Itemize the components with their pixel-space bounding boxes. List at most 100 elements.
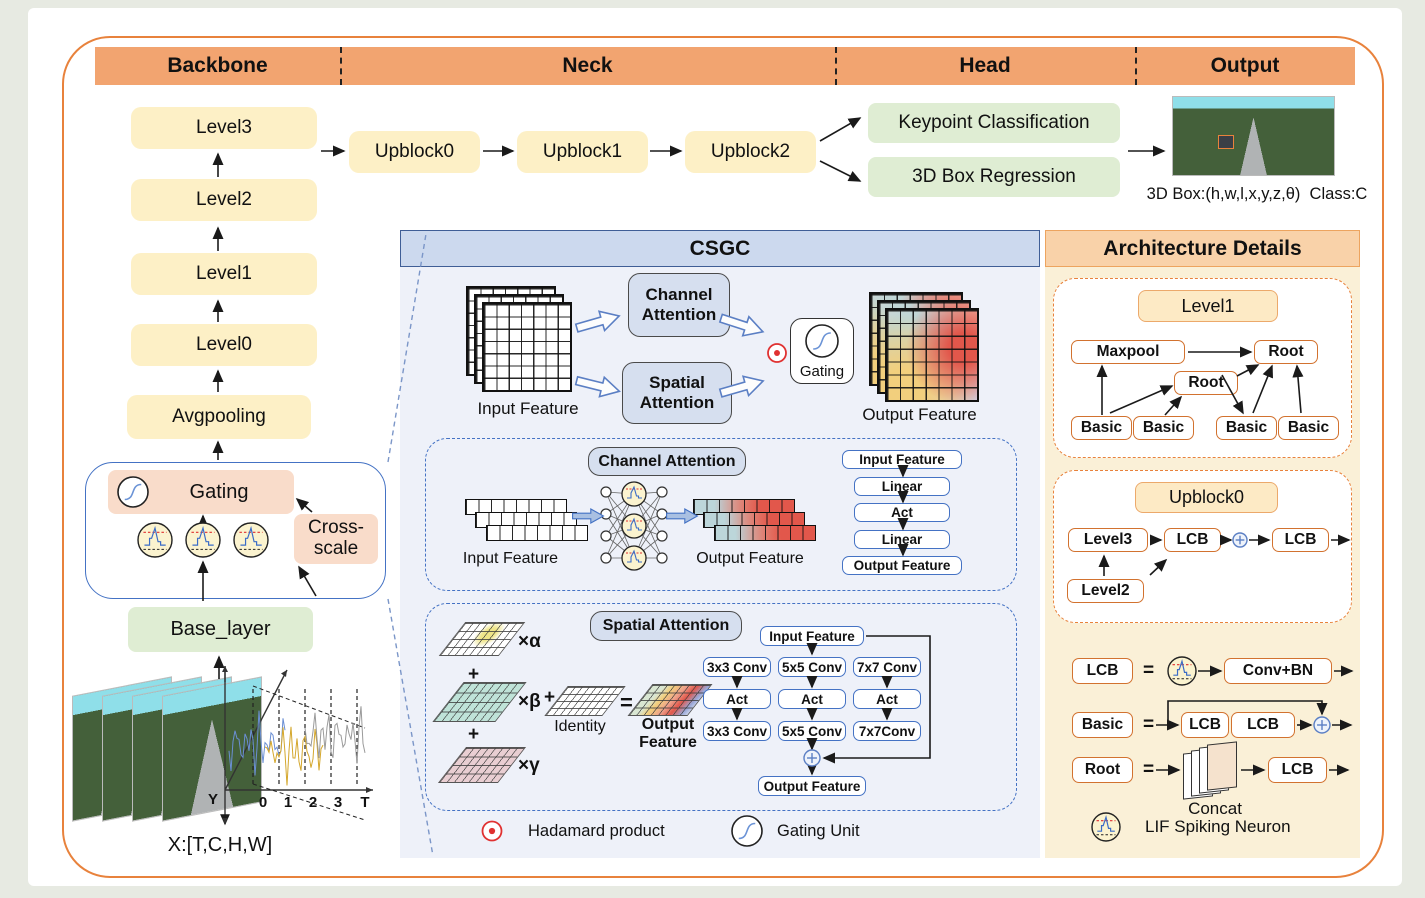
equals-text: = xyxy=(620,690,633,715)
beta-text: ×β xyxy=(518,691,541,712)
root-box-top: Root xyxy=(1254,340,1318,364)
channel-input-text: Input Feature xyxy=(462,550,559,567)
channel-attention-panel xyxy=(425,438,1017,591)
level0-label: Level0 xyxy=(196,334,252,355)
detected-car-3d-box xyxy=(1218,135,1234,149)
conv-3x3-box: 3x3 Conv xyxy=(703,721,771,741)
equals-symbol: = xyxy=(1143,660,1154,682)
gating-unit-label: Gating xyxy=(791,363,853,380)
stack-act-text: Act xyxy=(891,505,913,520)
gating-box: Gating xyxy=(108,470,294,514)
root-mid-text: Root xyxy=(1188,374,1224,391)
upblock0-level3-box: Level3 xyxy=(1068,528,1148,552)
arch-title: Architecture Details xyxy=(1103,236,1302,260)
upblock1-label: Upblock1 xyxy=(542,141,623,162)
maxpool-box: Maxpool xyxy=(1071,340,1185,364)
level1-title: Level1 xyxy=(1181,295,1235,316)
level1-title-box: Level1 xyxy=(1138,290,1278,322)
spatial-attention-box: Spatial Attention xyxy=(622,362,732,424)
gating-text: Gating xyxy=(799,363,845,380)
input-feature-grid xyxy=(482,302,572,392)
convbn-text: Conv+BN xyxy=(1242,662,1314,679)
bar-divider xyxy=(1135,47,1137,85)
svg-text:3: 3 xyxy=(334,794,342,811)
lcb-def-box: LCB xyxy=(1072,658,1133,684)
channel-stack-act: Act xyxy=(854,503,950,522)
base-layer-box: Base_layer xyxy=(128,607,313,652)
conv7-2-text: 7x7Conv xyxy=(858,723,916,739)
channel-output-label: Output Feature xyxy=(685,550,815,568)
conv5-2-text: 5x5 Conv xyxy=(781,723,843,739)
equals-symbol: = xyxy=(1143,714,1154,736)
lif-text: LIF Spiking Neuron xyxy=(1145,817,1291,836)
bar-section-output: Output xyxy=(1210,54,1280,77)
channel-stack-input: Input Feature xyxy=(842,450,962,469)
alpha-text: ×α xyxy=(518,631,541,652)
backbone-avgpooling: Avgpooling xyxy=(127,395,311,439)
spatial-output-box: Output Feature xyxy=(758,776,866,796)
spatial-attention-label: Spatial Attention xyxy=(639,372,715,412)
lcb-box: LCB xyxy=(1268,757,1327,783)
alpha-symbol: ×α xyxy=(518,631,541,653)
bar-section-head: Head xyxy=(959,54,1011,77)
upblock0-title-box: Upblock0 xyxy=(1135,482,1278,513)
output-image xyxy=(1172,96,1335,176)
basic4-text: Basic xyxy=(1287,419,1330,436)
concat-label: Concat xyxy=(1180,799,1250,819)
backbone-level0: Level0 xyxy=(131,324,317,366)
basic1-text: Basic xyxy=(1080,419,1123,436)
bar-divider xyxy=(340,47,342,85)
spatial-panel-header: Spatial Attention xyxy=(590,611,742,641)
level1-label: Level1 xyxy=(196,263,252,284)
hadamard-text: Hadamard product xyxy=(528,822,665,840)
backbone-level1: Level1 xyxy=(131,253,317,295)
upblock0-level2-box: Level2 xyxy=(1067,579,1144,603)
svg-text:Y: Y xyxy=(208,791,218,808)
ub-level3-text: Level3 xyxy=(1083,531,1133,548)
basic3-text: Basic xyxy=(1225,419,1268,436)
plus-symbol: + xyxy=(468,664,479,686)
lcb-box: LCB xyxy=(1231,712,1295,738)
eq2-text: = xyxy=(1143,714,1155,735)
tensor-shape: X:[T,C,H,W] xyxy=(167,834,273,856)
spiking-mlp xyxy=(600,481,668,571)
lcb-box: LCB xyxy=(1181,712,1229,738)
channel-panel-title: Channel Attention xyxy=(598,452,736,470)
act-box: Act xyxy=(853,689,921,709)
input-feature-label: Input Feature xyxy=(468,399,588,419)
spatial-outbox-text: Output Feature xyxy=(763,778,861,794)
boxreg-label: 3D Box Regression xyxy=(912,166,1076,187)
output-feature-text: Output Feature xyxy=(862,405,977,424)
backbone-level2: Level2 xyxy=(131,179,317,221)
spatial-panel-title: Spatial Attention xyxy=(602,617,730,635)
basic-box: Basic xyxy=(1216,416,1277,440)
channel-input-label: Input Feature xyxy=(448,550,573,568)
channel-attention-label: Channel Attention xyxy=(641,284,717,324)
concat-plane xyxy=(1207,741,1237,791)
level3-label: Level3 xyxy=(196,117,252,138)
stack-linear1-text: Linear xyxy=(881,479,923,494)
eq1-text: = xyxy=(1143,660,1155,681)
cross-scale-box: Cross-scale xyxy=(294,514,378,564)
concat-text: Concat xyxy=(1188,799,1242,818)
identity-label: Identity xyxy=(544,718,616,736)
output-caption-text: 3D Box:(h,w,l,x,y,z,θ) Class:C xyxy=(1146,185,1368,203)
head-3d-box-regression: 3D Box Regression xyxy=(868,157,1120,197)
beta-symbol: ×β xyxy=(518,691,541,713)
head-keypoint-classification: Keypoint Classification xyxy=(868,103,1120,143)
csgc-header: CSGC xyxy=(400,230,1040,267)
conv-5x5-box: 5x5 Conv xyxy=(778,657,846,677)
bar-section-backbone: Backbone xyxy=(167,54,268,77)
ub-lcb2-text: LCB xyxy=(1284,531,1317,548)
neck-upblock0: Upblock0 xyxy=(349,131,480,173)
base-layer-label: Base_layer xyxy=(170,618,271,640)
output-feature-grid xyxy=(885,308,979,402)
svg-text:0: 0 xyxy=(259,794,267,811)
spatial-output-label: Output Feature xyxy=(632,716,704,753)
upblock0-title: Upblock0 xyxy=(1168,487,1245,507)
basic-lcb1-text: LCB xyxy=(1189,716,1221,733)
root-box-mid: Root xyxy=(1174,371,1238,395)
spatial-output-line1: Output xyxy=(641,716,695,733)
upblock0-label: Upblock0 xyxy=(374,141,455,162)
